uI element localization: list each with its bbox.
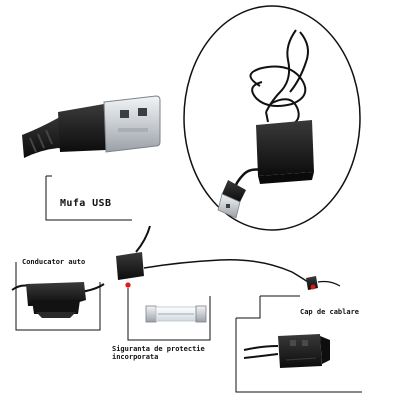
connector-indicator-dot <box>310 284 316 290</box>
fuse-photo <box>145 305 207 323</box>
fuse-label-line-2: incorporata <box>112 353 159 362</box>
power-indicator-dot <box>125 282 131 288</box>
detail-ellipse <box>183 5 361 231</box>
cable-cap-frame <box>235 295 362 393</box>
fuse-pointer-line <box>127 288 211 341</box>
switch-box-photo <box>116 225 341 290</box>
coiled-cable-module-photo <box>217 29 314 219</box>
cable-cap-label: Cap de cablare <box>300 308 360 316</box>
fuse-label-line-1: Siguranta de protectie <box>112 345 205 353</box>
car-adapter-photo <box>11 282 105 318</box>
usb-plug-photo <box>22 95 161 158</box>
car-adapter-bracket <box>15 262 101 331</box>
usb-plug-label: Mufa USB <box>60 198 112 209</box>
connector-pointer-line <box>236 296 261 319</box>
wiring-connector-photo <box>243 334 330 368</box>
car-conductor-label: Conducator auto <box>22 258 86 266</box>
fuse-label: Siguranta de protectie incorporata <box>112 345 205 361</box>
usb-label-frame <box>45 175 132 221</box>
